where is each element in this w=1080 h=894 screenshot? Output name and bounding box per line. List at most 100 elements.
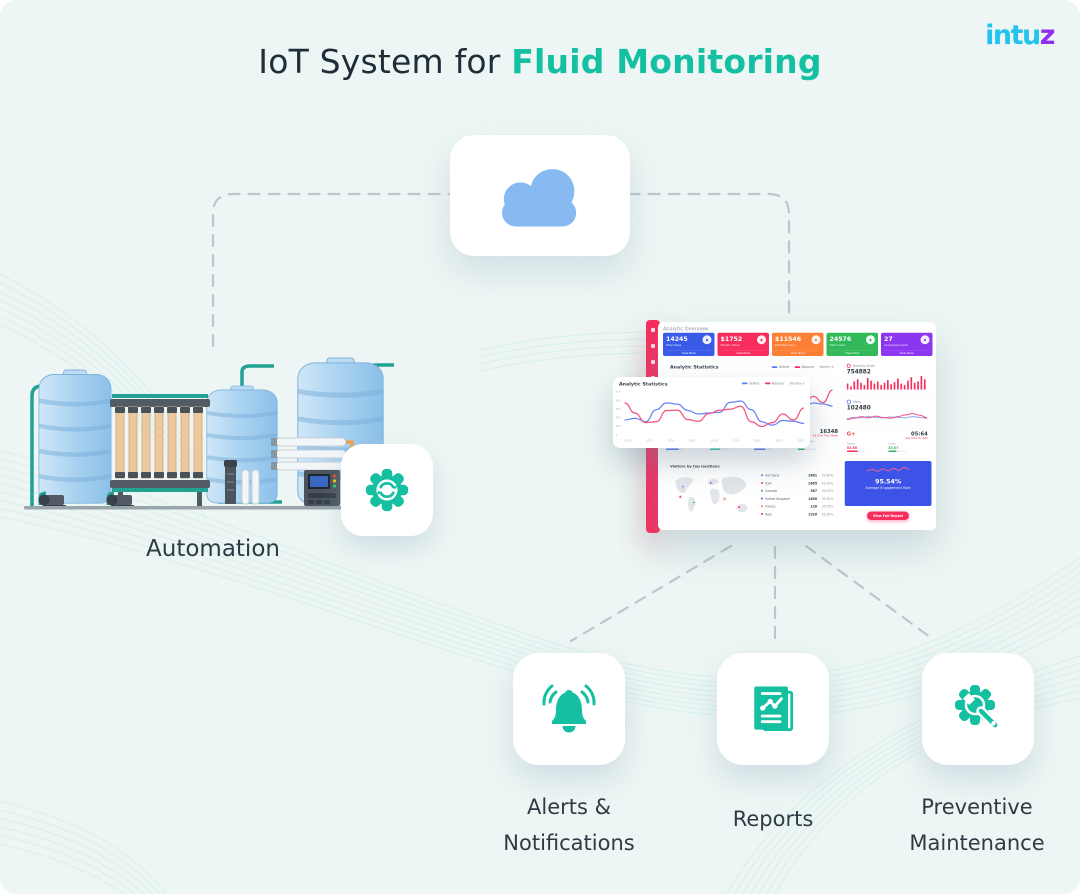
stat-label: Total Revenue xyxy=(775,343,796,347)
cloud-icon xyxy=(502,169,577,227)
stat-icon: ◆ xyxy=(920,335,930,345)
axis-tick-label: 2014 xyxy=(624,439,632,443)
chart-legend: Online Bounce xyxy=(771,365,814,369)
axis-tick-label: 200 xyxy=(615,415,621,420)
floating-chart-legend: Online Bounce xyxy=(741,381,785,386)
legend-item: Online xyxy=(771,365,789,369)
visitors-map-panel: Visitors by top locations xyxy=(665,460,838,523)
google-plus-icon: G+ xyxy=(846,430,856,437)
axis-tick-label: 2021 xyxy=(775,439,783,443)
metric-bar xyxy=(709,448,729,450)
country-name: France xyxy=(765,504,776,509)
axis-tick-label: 2022 xyxy=(797,439,804,443)
metric-bar xyxy=(753,448,773,450)
legend-label: Bounce xyxy=(771,381,785,386)
visits-value: 102480 xyxy=(846,404,871,411)
world-map-shapes xyxy=(675,476,748,513)
metric-bar xyxy=(888,450,907,452)
alerts-node-card xyxy=(513,653,625,765)
vertical-pump xyxy=(224,460,237,504)
legend-swatch xyxy=(741,382,748,385)
country-name: USA xyxy=(765,481,772,485)
connector-dashboard-to-maintenance xyxy=(804,544,936,642)
connector-dashboard-to-alerts xyxy=(569,544,733,643)
automation-node-card xyxy=(341,444,433,536)
monthly-visits-label: Monthly Visits xyxy=(852,363,875,368)
range-dropdown[interactable]: Weekly ▾ xyxy=(819,365,834,369)
axis-tick-label: 300 xyxy=(615,407,621,411)
country-value: 1856 xyxy=(808,496,817,501)
country-row: Italy 1926 31.85% xyxy=(761,510,834,518)
maintenance-node-card xyxy=(922,653,1034,765)
social-metrics-card: G+ 05:64 Avg Time On Site Tweet 52.65 Li… xyxy=(843,428,932,455)
stat-view-more-link[interactable]: View More xyxy=(720,350,766,355)
stat-view-more-link[interactable]: View More xyxy=(884,350,930,355)
dashboard-stat-card: $1752 Weekly Sales ◆ View More xyxy=(717,332,769,356)
statistics-title: Analytic Statistics xyxy=(670,364,719,370)
stat-value: 27 xyxy=(884,335,893,343)
map-panel-title: Visitors by top locations xyxy=(670,464,720,469)
visits-label: Visits xyxy=(852,399,862,404)
membrane-unit xyxy=(271,437,354,476)
country-percentage: 31.82% xyxy=(821,496,834,501)
country-percentage: 52.80% xyxy=(821,473,834,478)
pump-left xyxy=(38,491,66,508)
legend-label: Online xyxy=(748,381,760,386)
metric-label: Tweet xyxy=(846,441,856,446)
country-percentage: 35.58% xyxy=(821,504,834,509)
visits-card: Visits 102480 xyxy=(843,397,932,426)
country-dot xyxy=(761,513,763,515)
logo-text-z: z xyxy=(1039,20,1056,51)
axis-tick-label: 100 xyxy=(615,424,621,428)
metric-bar xyxy=(797,448,817,450)
country-name: Germany xyxy=(765,473,780,478)
world-map xyxy=(670,472,755,519)
dashboard-stat-card: $11546 Total Revenue ◆ View More xyxy=(772,332,824,356)
stat-label: Total Sales xyxy=(666,343,682,347)
social-value: 05:64 xyxy=(911,430,928,437)
dashboard-overview-title: Analytic Overview xyxy=(663,325,709,332)
stat-view-more-link[interactable]: View More xyxy=(775,350,821,355)
metric-column: Likes 35.07 xyxy=(888,442,923,452)
stat-view-more-link[interactable]: View More xyxy=(829,350,875,355)
map-location-dot xyxy=(709,480,713,485)
legend-swatch xyxy=(764,382,771,385)
water-treatment-plant-illustration xyxy=(24,356,396,510)
stat-icon: ◆ xyxy=(866,335,875,345)
view-full-report-button[interactable]: View Full Report xyxy=(867,511,909,520)
legend-item: Online xyxy=(741,381,760,386)
water-tank-left xyxy=(39,370,111,503)
country-dot xyxy=(761,505,763,508)
axis-tick-label: 400 xyxy=(615,398,621,402)
legend-item: Bounce xyxy=(794,365,814,369)
visits-icon xyxy=(846,399,851,404)
country-value: 2865 xyxy=(808,481,817,485)
stat-value: 14245 xyxy=(666,335,688,343)
stat-icon: ◆ xyxy=(811,335,821,345)
country-value: 2861 xyxy=(808,473,817,478)
intuz-logo: intuz xyxy=(985,20,1056,51)
metric-bar xyxy=(846,450,866,452)
stat-view-more-link[interactable]: View More xyxy=(666,350,712,355)
engagement-percentage: 95.54% xyxy=(875,477,902,485)
country-row: France 128 35.58% xyxy=(761,503,834,511)
axis-tick-label: 2015 xyxy=(646,439,654,443)
country-value: 1926 xyxy=(808,512,817,516)
summary-value: 16348 xyxy=(819,428,838,434)
metric-column: Tweet 52.65 xyxy=(846,441,882,452)
floating-range-dropdown[interactable]: Weekly ▾ xyxy=(789,381,804,386)
country-dot xyxy=(761,474,763,477)
country-value: 987 xyxy=(810,488,817,493)
page-title-highlight: Fluid Monitoring xyxy=(511,42,822,81)
country-name: Canada xyxy=(765,488,777,493)
monthly-visits-icon xyxy=(846,363,851,368)
country-percentage: 41.00% xyxy=(821,481,834,485)
axis-tick-label: 2016 xyxy=(667,439,675,443)
report-document-icon xyxy=(754,686,794,732)
axis-tick-label: 2020 xyxy=(753,439,761,443)
country-row: USA 2865 41.00% xyxy=(761,479,834,487)
bell-icon xyxy=(542,684,596,733)
page-title: IoT System for Fluid Monitoring xyxy=(0,42,1080,81)
